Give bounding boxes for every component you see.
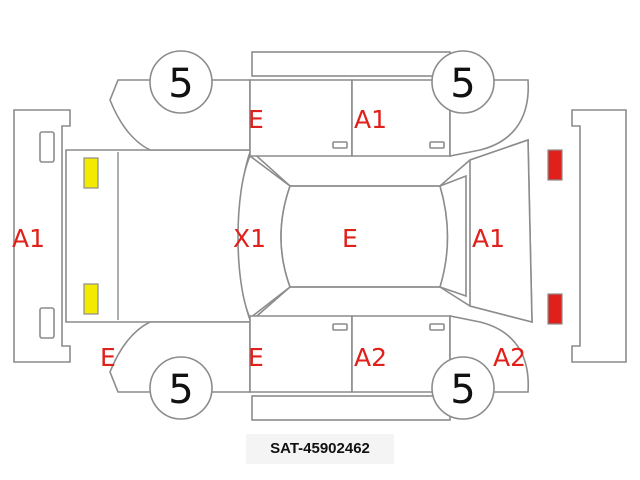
damage-rear-hatch: A1 [472,224,505,253]
damage-right-rear-quarter: A2 [493,343,526,372]
front-lamp-left [83,157,99,189]
damage-hood: X1 [233,224,266,253]
tire-rear-right: 5 [431,356,495,420]
damage-front-right-fender: E [100,343,116,372]
tire-rear-left: 5 [431,50,495,114]
rear-lamp-left [547,149,563,181]
tire-rear-right-grade: 5 [450,367,475,413]
damage-right-rear-door: A2 [354,343,387,372]
rear-bumper [571,109,627,363]
stock-number-label: SAT-45902462 [246,434,394,464]
damage-front-bumper: A1 [12,224,45,253]
tire-front-right: 5 [149,356,213,420]
front-bumper [13,109,71,363]
damage-front-left-fender: E [248,105,264,134]
damage-right-front-door: E [248,343,264,372]
tire-front-right-grade: 5 [168,367,193,413]
tire-front-left-grade: 5 [168,61,193,107]
damage-roof: E [342,224,358,253]
rear-lamp-right [547,293,563,325]
rear-window [439,174,467,298]
front-lamp-right [83,283,99,315]
tire-rear-left-grade: 5 [450,61,475,107]
rear-hatch-panel [469,138,533,324]
tire-front-left: 5 [149,50,213,114]
damage-left-rear-door: A1 [354,105,387,134]
